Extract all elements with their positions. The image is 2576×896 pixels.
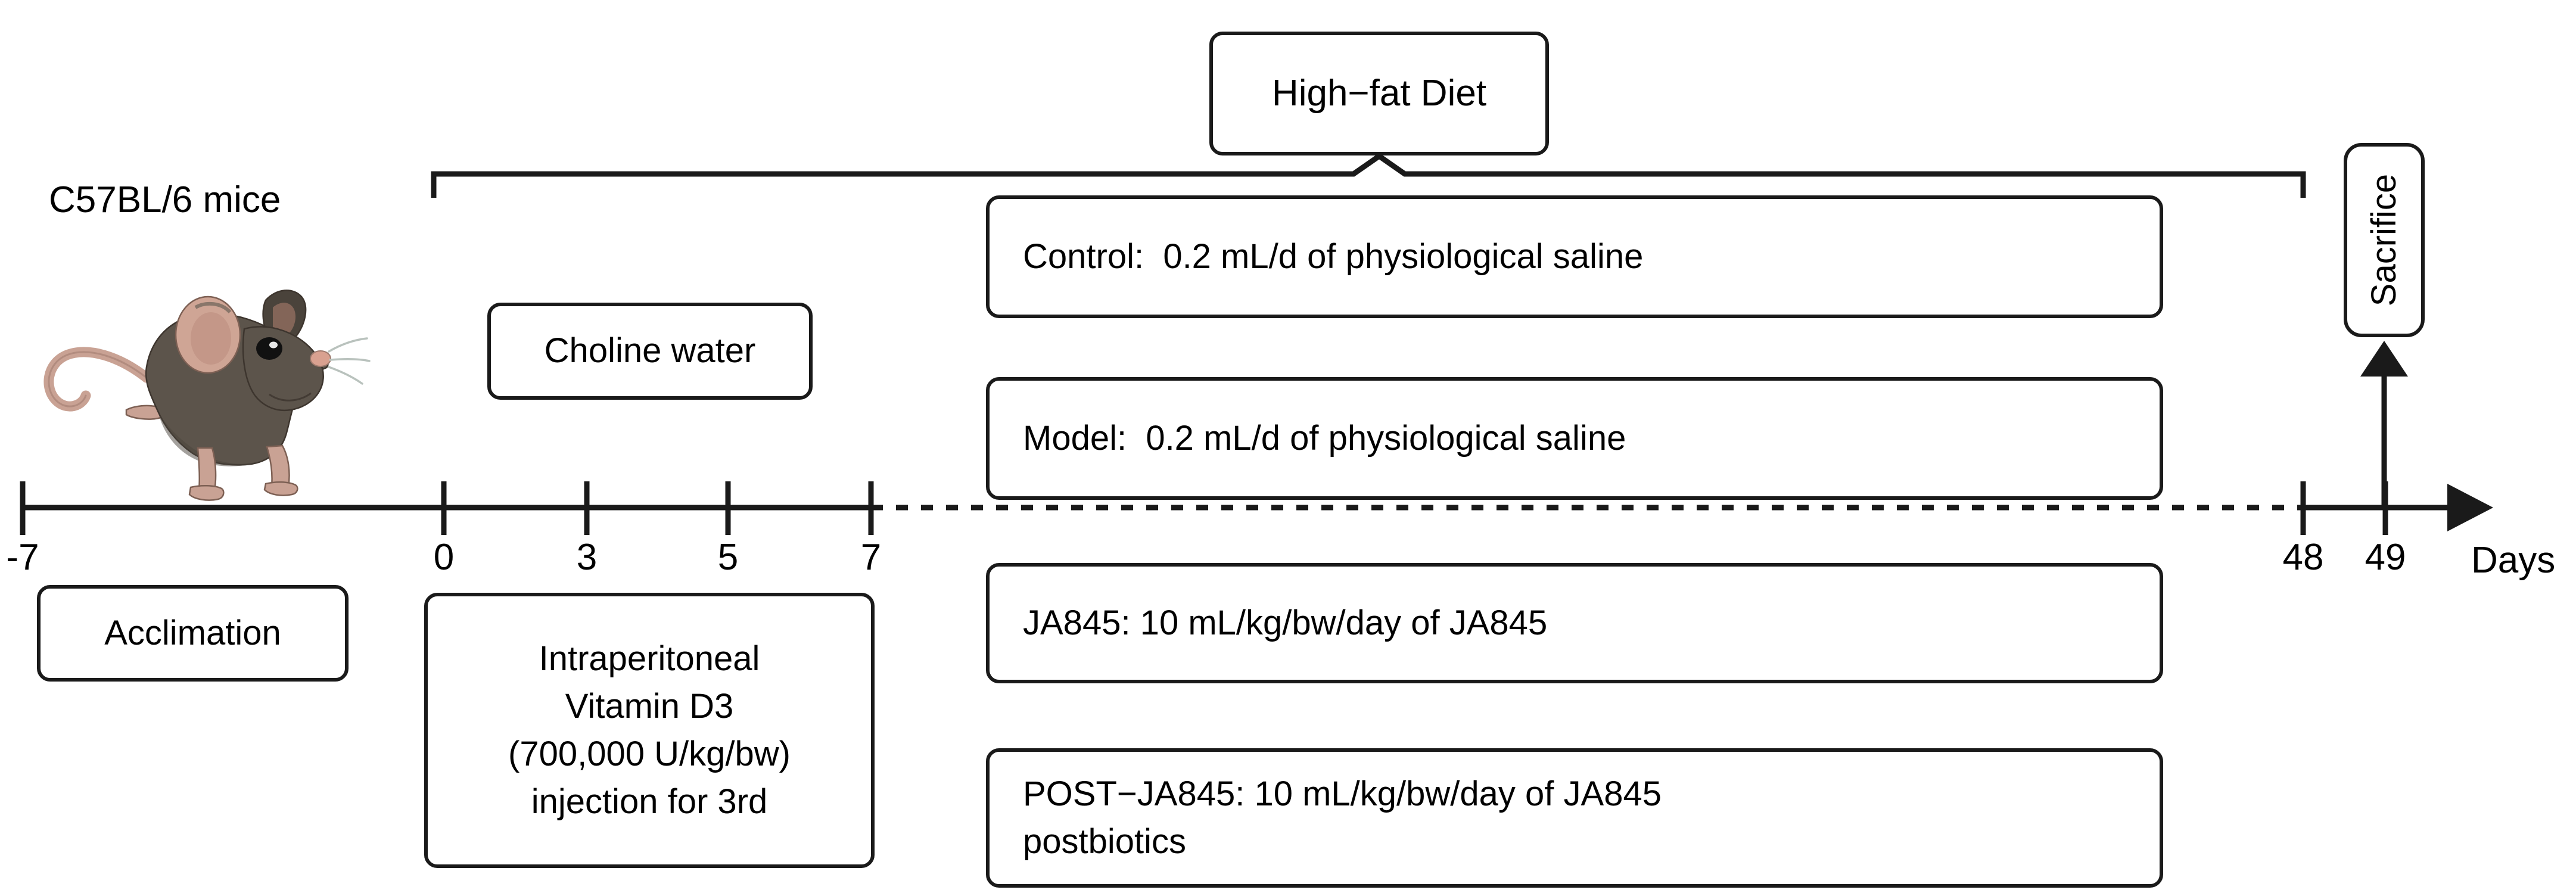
vitamin-d3-line-3: (700,000 U/kg/bw) — [508, 735, 791, 773]
strain-label: C57BL/6 mice — [49, 179, 281, 220]
tick-label-3: 3 — [576, 537, 598, 578]
timeline-axis — [20, 481, 2493, 535]
vitamin-d3-line-2: Vitamin D3 — [565, 686, 734, 726]
mouse-eye — [256, 337, 282, 360]
axis-unit-label: Days — [2471, 540, 2556, 581]
group-box-ja845[interactable]: JA845: 10 mL/kg/bw/day of JA845 — [986, 563, 2163, 683]
mouse-front-leg — [266, 444, 290, 489]
axis-arrowhead-icon — [2447, 484, 2493, 531]
mouse-whiskers — [328, 337, 371, 385]
group-box-model[interactable]: Model: 0.2 mL/d of physiological saline — [986, 377, 2163, 500]
tick-label-48: 48 — [2282, 537, 2324, 578]
sacrifice-arrowhead-icon — [2360, 341, 2408, 377]
vitamin-d3-line-1: Intraperitoneal — [539, 639, 760, 678]
mouse-cheek-line — [269, 392, 312, 402]
mouse-illustration — [43, 290, 371, 501]
mouse-tail — [43, 347, 152, 412]
tick-label-5: 5 — [717, 537, 739, 578]
group-box-control[interactable]: Control: 0.2 mL/d of physiological salin… — [986, 195, 2163, 318]
choline-water-box[interactable]: Choline water — [487, 303, 813, 400]
tick-label--7: -7 — [6, 537, 39, 578]
tick-label-7: 7 — [860, 537, 882, 578]
mouse-front-foot-2 — [188, 485, 225, 501]
acclimation-box[interactable]: Acclimation — [37, 585, 349, 682]
mouse-tail-shade — [48, 351, 148, 407]
sacrifice-arrow — [2360, 341, 2408, 508]
sacrifice-box[interactable]: Sacrifice — [2344, 143, 2425, 337]
mouse-body-shadow — [158, 413, 269, 466]
vitamin-d3-box[interactable]: Intraperitoneal Vitamin D3 (700,000 U/kg… — [424, 593, 875, 868]
mouse-ear-near — [175, 295, 241, 374]
group-box-post-ja845[interactable]: POST−JA845: 10 mL/kg/bw/day of JA845 pos… — [986, 748, 2163, 888]
mouse-front-foot — [263, 481, 298, 496]
tick-label-49: 49 — [2365, 537, 2406, 578]
mouse-front-leg-2 — [197, 447, 217, 492]
high-fat-diet-span-bracket — [431, 153, 2306, 198]
sacrifice-label: Sacrifice — [2364, 173, 2403, 307]
vitamin-d3-line-4: injection for 3rd — [531, 782, 768, 822]
tick-label-0: 0 — [433, 537, 455, 578]
mouse-nose — [310, 350, 331, 367]
high-fat-diet-box[interactable]: High−fat Diet — [1209, 32, 1549, 155]
